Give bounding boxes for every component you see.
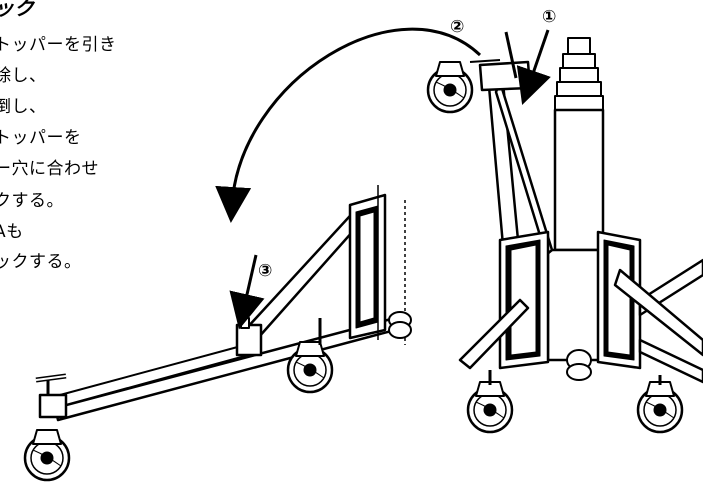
callout-number-1: ① [542, 7, 556, 27]
callout-arrow-3 [229, 254, 265, 330]
instruction-line-7: Aも [0, 222, 24, 242]
instruction-line-1: トッパーを引き [0, 35, 117, 55]
callout-arrow-1 [516, 29, 551, 106]
instruction-line-4: トッパーを [0, 128, 82, 148]
callout-number-2: ② [450, 17, 464, 37]
rotation-arrow [215, 27, 482, 223]
instruction-line-6: クする。 [0, 191, 64, 211]
instruction-line-3: 倒し、 [0, 97, 47, 117]
instruction-line-8: ックする。 [0, 252, 82, 272]
instruction-heading: ック [0, 0, 34, 20]
upright-stand-assembly [426, 31, 703, 434]
instruction-line-2: 除し、 [0, 66, 47, 86]
callout-number-3: ③ [258, 261, 272, 281]
instruction-line-5: ー穴に合わせ [0, 159, 99, 179]
folded-leg-assembly [23, 185, 412, 482]
